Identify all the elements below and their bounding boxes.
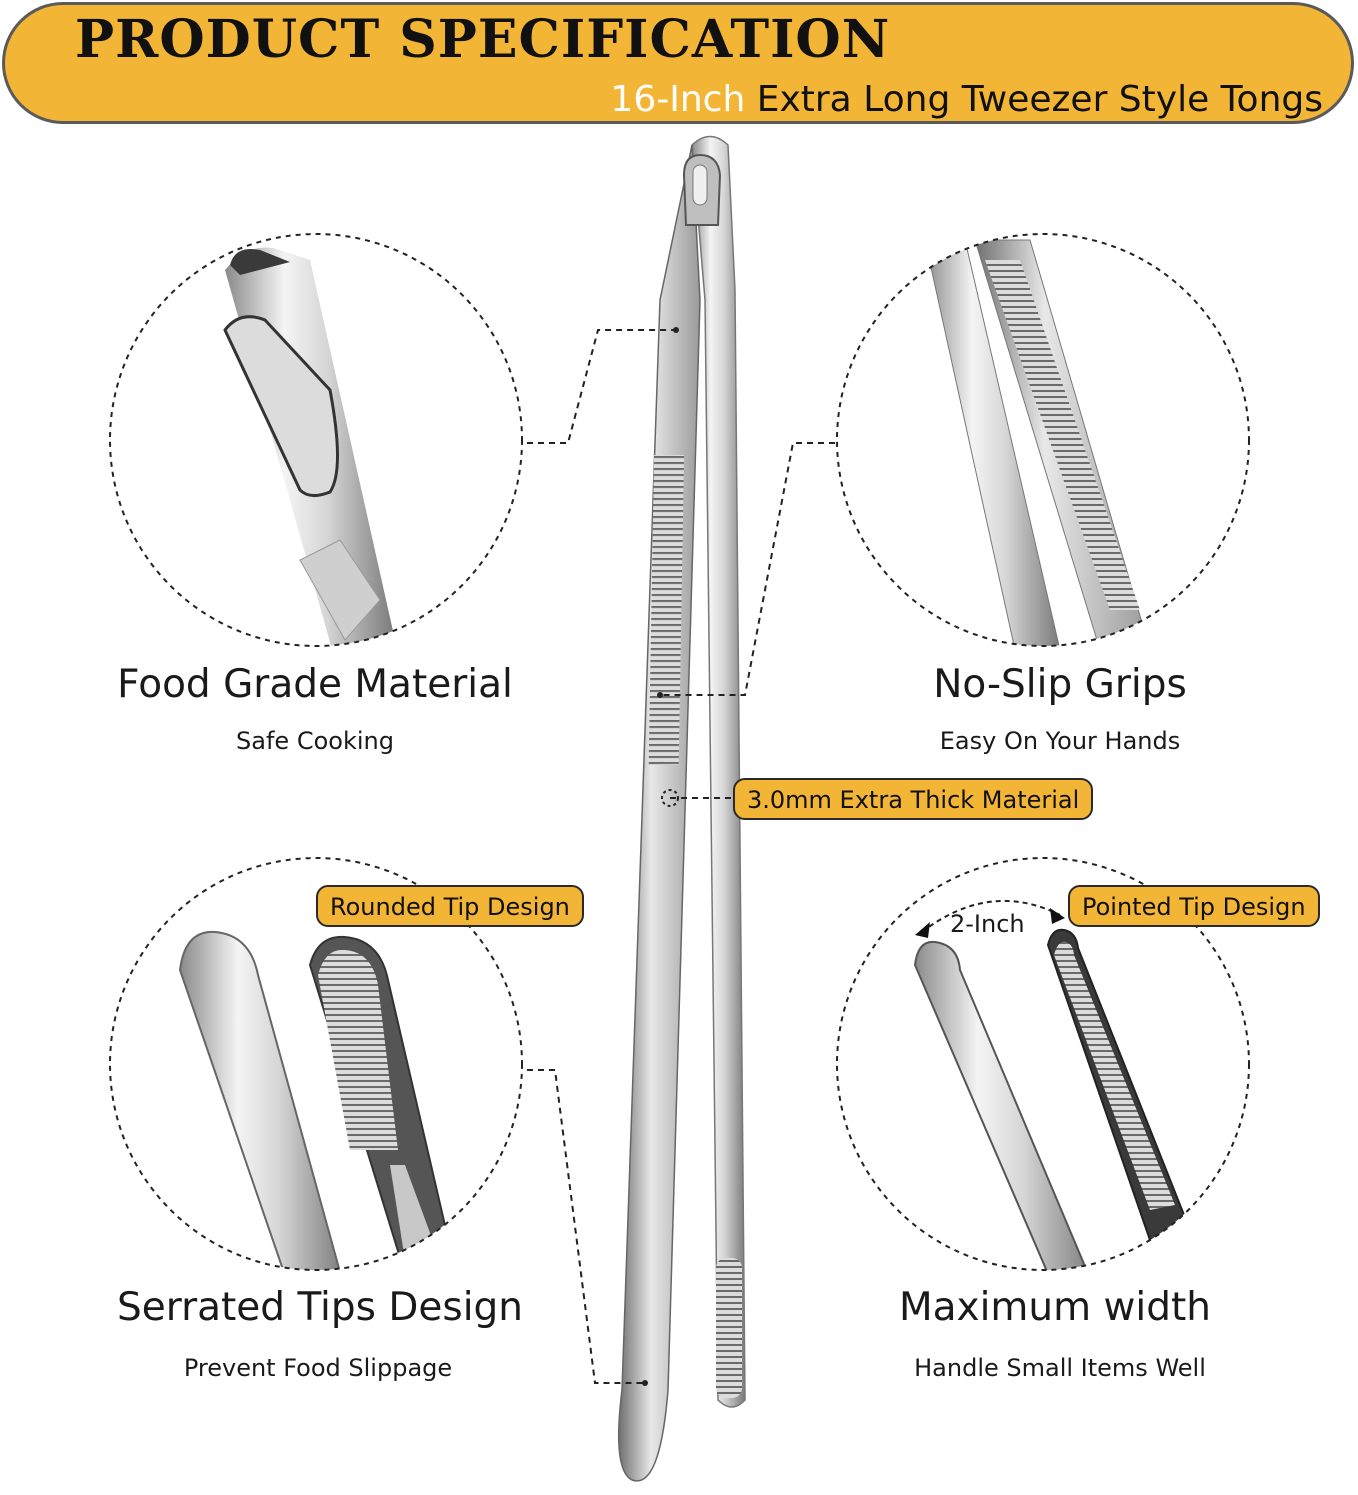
leader-dots	[642, 327, 679, 1386]
feature-subtitle-serrated: Prevent Food Slippage	[183, 1354, 453, 1382]
tag-thickness: 3.0mm Extra Thick Material	[733, 778, 1094, 820]
leader-lines	[527, 329, 835, 1384]
dimension-label: 2-Inch	[950, 910, 1025, 938]
feature-title-serrated: Serrated Tips Design	[116, 1285, 524, 1330]
feature-title-no-slip: No-Slip Grips	[933, 662, 1187, 707]
feature-title-max-width: Maximum width	[898, 1285, 1212, 1330]
tag-rounded-tip: Rounded Tip Design	[316, 885, 584, 927]
width-arrowhead-right	[1050, 908, 1065, 924]
feature-subtitle-food-grade: Safe Cooking	[236, 727, 394, 755]
page-title: PRODUCT SPECIFICATION	[75, 9, 891, 70]
feature-subtitle-max-width: Handle Small Items Well	[914, 1354, 1206, 1382]
thickness-marker	[661, 789, 679, 807]
page-subtitle: 16-Inch Extra Long Tweezer Style Tongs	[610, 79, 1323, 120]
feature-subtitle-no-slip: Easy On Your Hands	[939, 727, 1181, 755]
tag-pointed-tip: Pointed Tip Design	[1068, 885, 1320, 927]
width-arrowhead-left	[915, 922, 930, 938]
header-banner: PRODUCT SPECIFICATION 16-Inch Extra Long…	[2, 2, 1354, 124]
tongs-main-image	[617, 135, 746, 1482]
subtitle-rest: Extra Long Tweezer Style Tongs	[756, 79, 1323, 120]
detail-clip-end	[109, 233, 523, 647]
width-arrow	[921, 899, 1061, 933]
detail-rounded-tips	[109, 857, 523, 1271]
feature-title-food-grade: Food Grade Material	[117, 662, 513, 707]
detail-pointed-tips	[836, 857, 1250, 1271]
subtitle-highlight: 16-Inch	[610, 79, 746, 120]
detail-grips	[836, 233, 1250, 647]
